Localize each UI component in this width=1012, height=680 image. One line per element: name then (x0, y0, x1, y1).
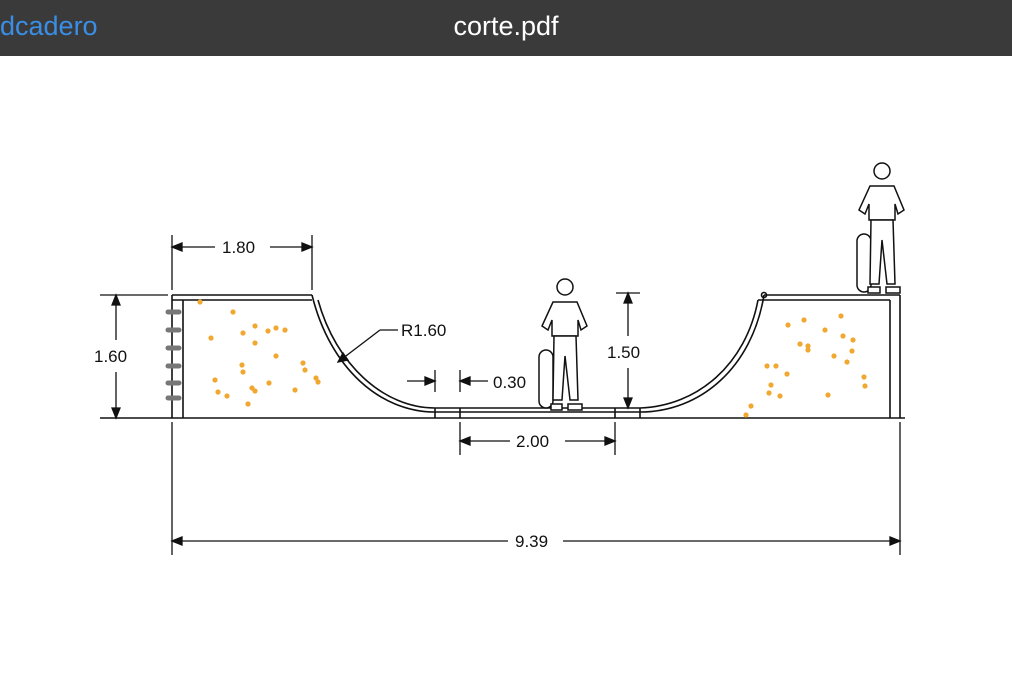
dim-total-width: 9.39 (515, 532, 548, 551)
back-button[interactable]: dcadero (0, 11, 98, 41)
half-pipe-section-drawing: 1.80 1.60 R1.60 0.30 1.50 2.00 9.39 (94, 162, 905, 555)
dim-top-width: 1.80 (222, 238, 255, 257)
top-navigation-bar: dcadero corte.pdf (0, 0, 1012, 56)
dim-person-height: 1.50 (607, 343, 640, 362)
right-ramp-curve (639, 294, 765, 413)
pdf-page[interactable]: 1.80 1.60 R1.60 0.30 1.50 2.00 9.39 (0, 56, 1012, 675)
dim-flat-width: 2.00 (516, 432, 549, 451)
skater-figure-flat (538, 278, 588, 411)
dim-radius: R1.60 (401, 321, 446, 340)
fill-dots (197, 299, 868, 418)
document-title: corte.pdf (453, 11, 559, 41)
skater-figure-deck (856, 162, 905, 294)
dim-gap: 0.30 (493, 373, 526, 392)
left-ramp-curve (311, 294, 436, 413)
dim-left-height: 1.60 (94, 347, 127, 366)
